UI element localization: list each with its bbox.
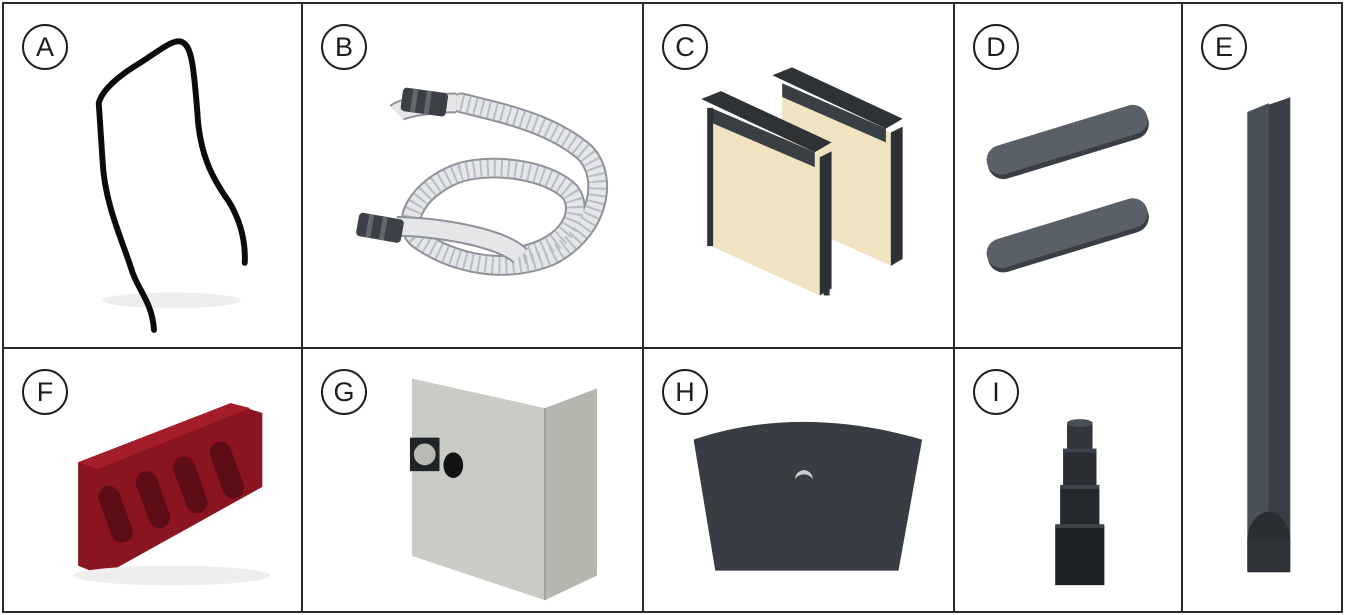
cell-g-bag: G xyxy=(301,347,644,613)
cell-c-filters: C xyxy=(642,2,955,349)
handle-illustration xyxy=(95,38,248,333)
label-f: F xyxy=(22,369,68,415)
hose-illustration xyxy=(356,87,608,276)
label-h: H xyxy=(662,369,708,415)
adapter-illustration xyxy=(1055,419,1105,586)
cell-d-gaskets: D xyxy=(953,2,1183,349)
label-i: I xyxy=(973,369,1019,415)
sheet-illustration xyxy=(693,421,923,571)
cell-h-sheet: H xyxy=(642,347,955,613)
cell-e-nozzle: E xyxy=(1181,2,1343,613)
label-c: C xyxy=(662,24,708,70)
filters-illustration xyxy=(701,67,903,296)
label-d: D xyxy=(973,24,1019,70)
cell-a-handle: A xyxy=(2,2,303,349)
bag-illustration xyxy=(409,378,598,601)
holder-illustration xyxy=(73,403,271,586)
label-e: E xyxy=(1201,24,1247,70)
gaskets-illustration xyxy=(986,104,1149,273)
label-a: A xyxy=(22,24,68,70)
cell-i-adapter: I xyxy=(953,347,1183,613)
nozzle-illustration xyxy=(1247,97,1291,573)
label-b: B xyxy=(321,24,367,70)
label-g: G xyxy=(321,369,367,415)
cell-b-hose: B xyxy=(301,2,644,349)
cell-f-holder: F xyxy=(2,347,303,613)
